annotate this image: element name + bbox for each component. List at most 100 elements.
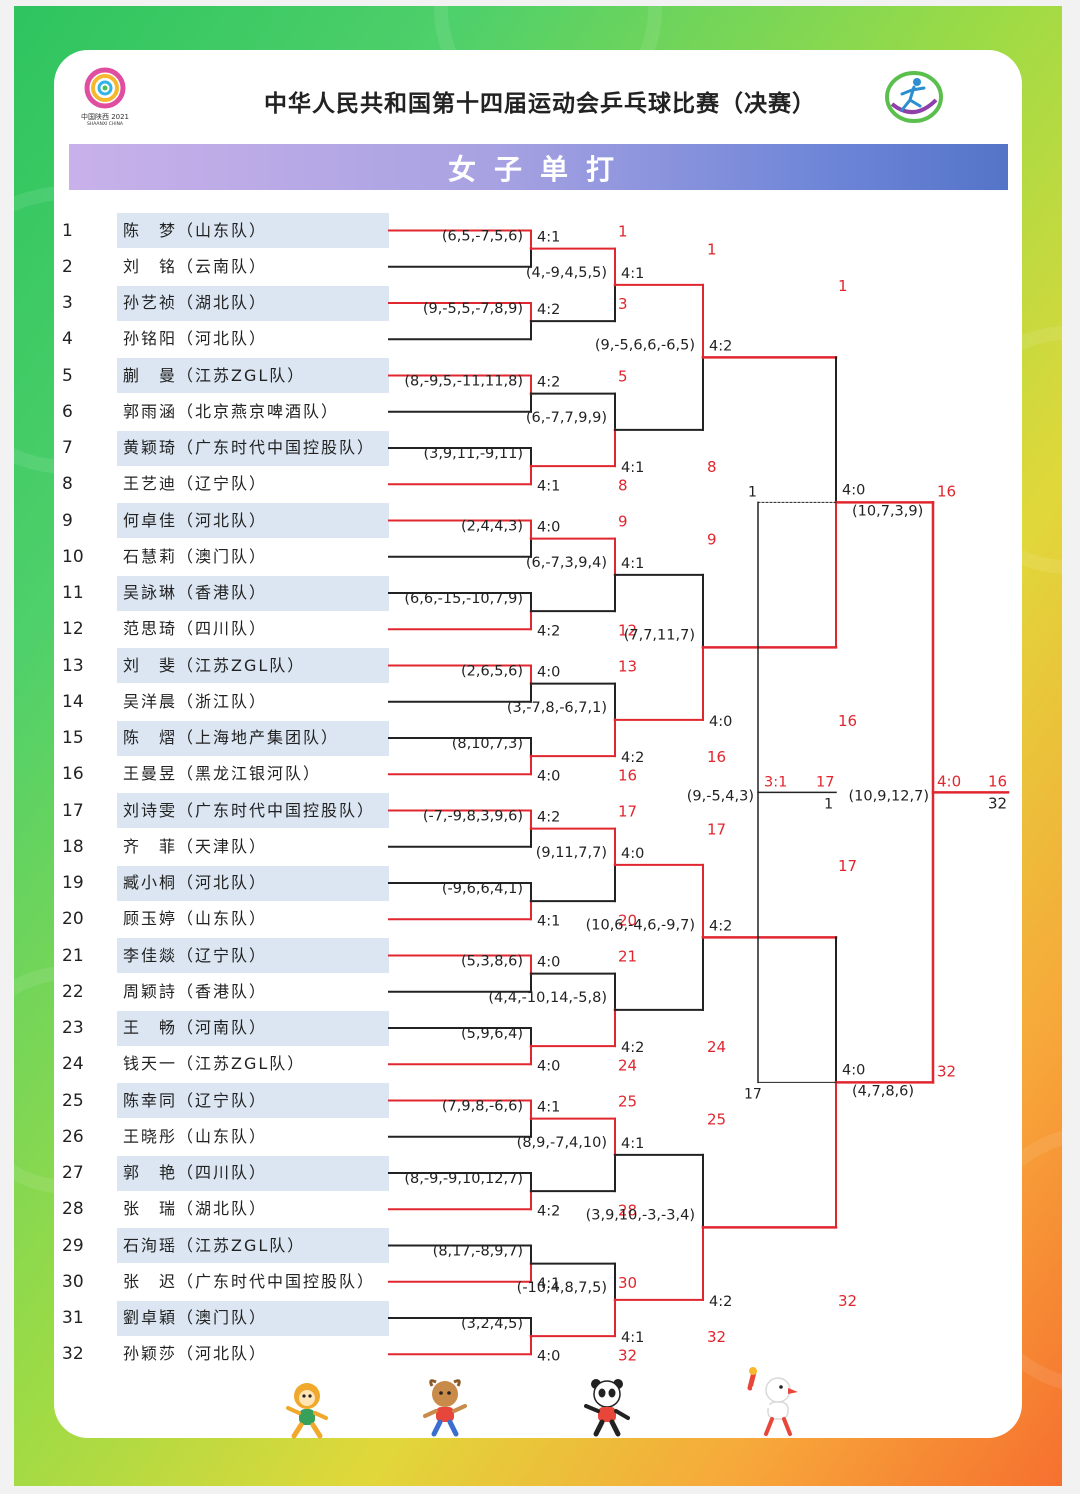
champion-seed: 16 [988,772,1007,790]
winner-seed: 1 [618,223,628,241]
bronze-result: 3:1 [764,774,787,790]
player-row-highlight [117,430,389,466]
player-seed-number: 29 [62,1235,84,1256]
player-seed-number: 20 [62,909,84,930]
player-seed-number: 27 [62,1163,84,1183]
player-seed-number: 31 [62,1308,84,1328]
winner-seed: 8 [707,458,717,476]
winner-seed: 1 [707,241,717,259]
player-name: 刘 铭（云南队） [123,256,268,276]
winner-seed: 28 [618,1201,637,1219]
player-name: 吴詠琳（香港队） [123,583,268,602]
player-name: 孙颖莎（河北队） [123,1344,268,1364]
winner-seed: 20 [618,911,637,929]
game-scores: (-9,6,6,4,1) [442,881,523,897]
winner-seed: 24 [618,1056,637,1074]
match-result: 4:2 [709,338,732,354]
takin-mascot-icon [414,1376,476,1438]
match-result: 4:2 [537,1203,560,1219]
match-result: 4:1 [537,913,560,929]
player-name: 钱天一（江苏ZGL队） [123,1054,306,1074]
player-name: 孙铭阳（河北队） [123,329,268,349]
player-name: 刘 斐（江苏ZGL队） [123,655,306,675]
game-scores: (6,-7,7,9,9) [526,410,607,426]
player-name: 刘诗雯（广东时代中国控股队） [123,800,376,820]
crested-ibis-mascot-icon [740,1366,814,1440]
panda-mascot-icon [576,1376,638,1438]
match-result: 4:0 [621,846,644,862]
match-result: 4:0 [537,520,560,536]
winner-seed: 16 [707,748,726,766]
game-scores: (5,9,6,4) [461,1026,523,1042]
player-row-highlight [117,720,389,756]
player-row-highlight [117,648,389,683]
player-seed-number: 5 [62,365,73,386]
game-scores: (3,9,10,-3,-3,4) [586,1207,695,1223]
player-seed-number: 2 [62,256,73,277]
player-seed-number: 30 [62,1271,84,1292]
player-seed-number: 12 [62,619,84,640]
game-scores: (3,9,11,-9,11) [423,446,523,462]
winner-seed: 24 [707,1038,726,1056]
player-seed-number: 26 [62,1126,84,1147]
game-scores: (5,3,8,6) [461,954,523,970]
match-result: 4:1 [621,460,644,476]
winner-seed: 3 [618,295,628,313]
player-seed-number: 23 [62,1018,84,1038]
player-row-highlight [117,575,389,611]
player-name: 范思琦（四川队） [123,619,268,639]
winner-seed: 17 [707,821,726,839]
final-game-scores: (10,9,12,7) [849,788,930,804]
player-seed-number: 9 [62,510,73,531]
player-seed-number: 11 [62,583,84,603]
player-name: 王曼昱（黑龙江银河队） [123,764,322,784]
event-title: 女子单打 [447,153,632,186]
bronze-game-scores: (9,-5,4,3) [687,788,754,804]
winner-seed: 17 [838,857,857,875]
player-name: 郭雨涵（北京燕京啤酒队） [123,401,340,421]
player-seed-number: 19 [62,873,84,893]
player-row-highlight [117,1228,389,1263]
game-scores: (8,10,7,3) [452,736,523,752]
game-scores: (4,-9,4,5,5) [526,265,607,281]
player-seed-number: 13 [62,655,84,676]
match-result: 4:2 [709,918,732,934]
game-scores: (9,-5,6,6,-6,5) [595,337,695,353]
winner-seed: 25 [618,1093,637,1111]
game-scores: (8,-9,-9,10,12,7) [404,1171,523,1187]
player-seed-number: 24 [62,1054,84,1075]
player-seed-number: 28 [62,1199,84,1220]
game-scores: (6,-7,3,9,4) [526,555,607,571]
winner-seed: 8 [618,476,628,494]
player-name: 郭 艳（四川队） [123,1163,268,1182]
game-scores: (4,4,-10,14,-5,8) [488,990,607,1006]
player-name: 陈幸同（辽宁队） [123,1090,268,1110]
player-name: 陈 梦（山东队） [123,220,268,240]
game-scores: (6,5,-7,5,6) [442,229,523,245]
player-name: 王 畅（河南队） [123,1018,268,1037]
match-result: 4:0 [842,482,865,498]
match-result: 4:1 [621,556,644,572]
player-name: 王艺迪（辽宁队） [123,474,268,494]
player-row-highlight [117,793,389,828]
game-scores: (2,6,5,6) [461,664,523,680]
match-result: 4:2 [621,750,644,766]
winner-seed: 5 [618,368,628,386]
game-scores: (7,7,11,7) [624,627,695,643]
player-seed-number: 8 [62,474,73,495]
winner-seed: 12 [618,621,637,639]
player-name: 周颖詩（香港队） [123,981,268,1001]
winner-seed: 16 [618,766,637,784]
player-seed-number: 32 [62,1344,84,1365]
match-result: 4:1 [621,1136,644,1152]
player-row-highlight [117,865,389,901]
player-row-highlight [117,938,389,973]
player-name: 顾玉婷（山东队） [123,909,268,929]
player-row-highlight [117,1010,389,1046]
match-result: 4:0 [537,1348,560,1364]
player-name: 陈 熠（上海地产集团队） [123,728,340,747]
game-scores: (-7,-9,8,3,9,6) [423,809,523,825]
player-name: 李佳燚（辽宁队） [123,945,268,965]
winner-seed: 1 [838,277,848,295]
